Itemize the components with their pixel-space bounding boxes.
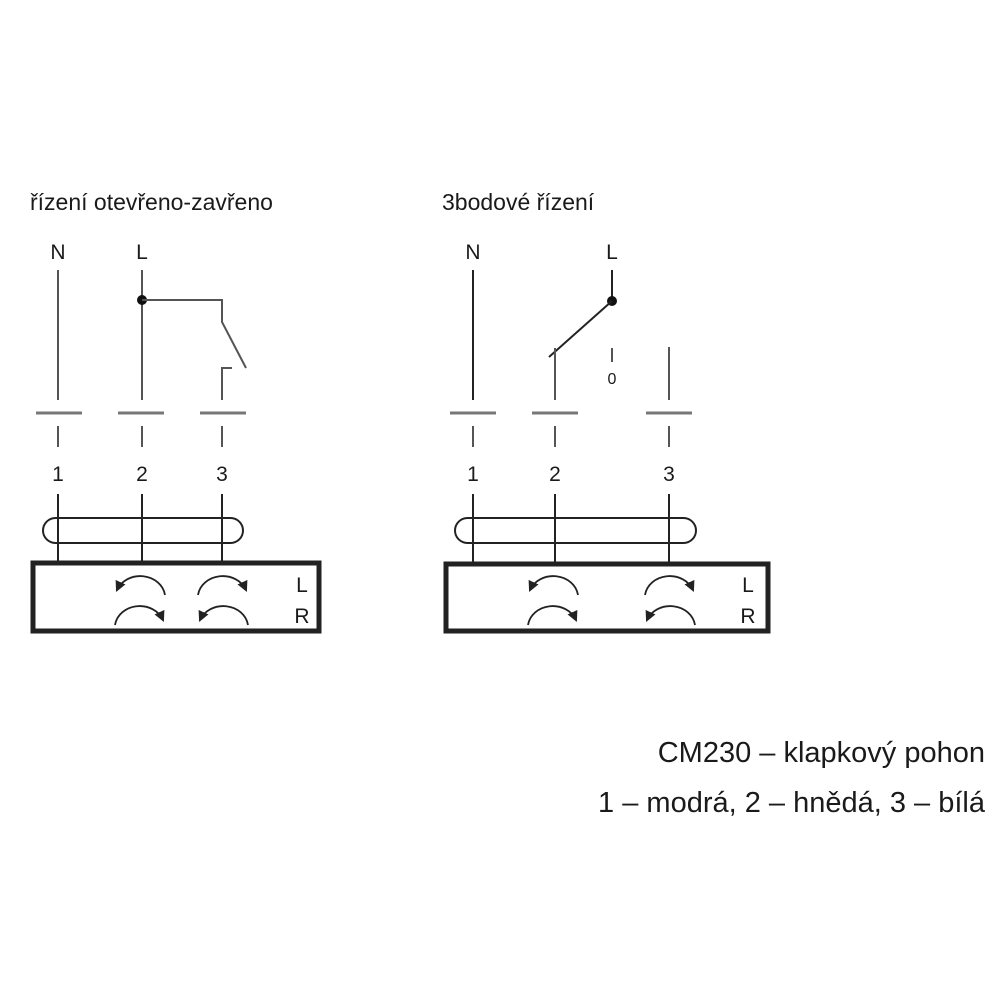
- terminal-1-label: 1: [467, 463, 479, 486]
- rotate-right-arrow: [644, 575, 695, 596]
- open-close-diagram: řízení otevřeno-zavřeno N L 1 2 3 L R: [30, 189, 322, 634]
- rotate-left-arrow: [645, 605, 696, 626]
- label-l: L: [606, 241, 618, 264]
- three-point-diagram: 3bodové řízení N L 0 1 2 3 L R: [442, 189, 771, 634]
- cable-sheath: [454, 517, 697, 544]
- switch-lever: [548, 300, 613, 358]
- label-l: L: [136, 241, 148, 264]
- direction-label-r: R: [294, 605, 309, 628]
- actuator-box: [30, 560, 322, 634]
- switch-contact: [142, 299, 247, 369]
- rotate-left-arrow: [115, 575, 166, 596]
- terminal-3-label: 3: [663, 463, 675, 486]
- actuator-box: [443, 561, 771, 634]
- rotate-left-arrow: [198, 605, 249, 626]
- label-n: N: [465, 241, 480, 264]
- left-diagram-title: řízení otevřeno-zavřeno: [30, 189, 273, 215]
- terminal-2-label: 2: [549, 463, 561, 486]
- neutral-position-label: 0: [608, 371, 617, 388]
- rotate-right-arrow: [114, 605, 165, 626]
- switch-terminal: [221, 367, 232, 400]
- terminal-3-label: 3: [216, 463, 228, 486]
- label-n: N: [50, 241, 65, 264]
- direction-label-r: R: [740, 605, 755, 628]
- terminal-2-label: 2: [136, 463, 148, 486]
- direction-label-l: L: [296, 574, 308, 597]
- rotate-right-arrow: [527, 605, 578, 626]
- rotate-left-arrow: [528, 575, 579, 596]
- right-diagram-title: 3bodové řízení: [442, 189, 595, 215]
- caption-wire-colors: 1 – modrá, 2 – hnědá, 3 – bílá: [598, 787, 986, 819]
- direction-label-l: L: [742, 574, 754, 597]
- terminal-1-label: 1: [52, 463, 64, 486]
- rotate-right-arrow: [197, 575, 248, 596]
- caption-product: CM230 – klapkový pohon: [658, 737, 985, 769]
